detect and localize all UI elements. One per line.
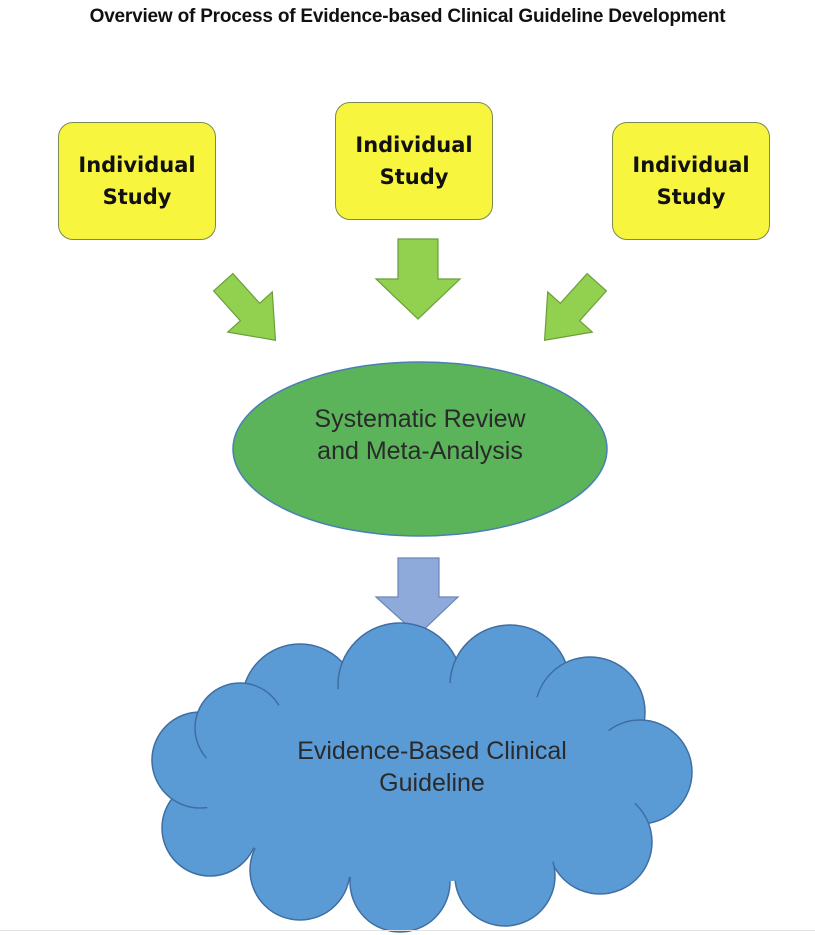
study-label-line1: Individual — [355, 133, 473, 157]
study-label-line2: Study — [102, 185, 172, 209]
individual-study-box: Individual Study — [58, 122, 216, 240]
arrow-left-to-review — [212, 272, 277, 341]
study-label-line1: Individual — [632, 153, 750, 177]
guideline-label-line2: Guideline — [379, 769, 485, 797]
study-label-line2: Study — [379, 165, 449, 189]
systematic-review-label: Systematic Review and Meta-Analysis — [230, 403, 610, 467]
guideline-label-line1: Evidence-Based Clinical — [297, 737, 567, 765]
study-label-line2: Study — [656, 185, 726, 209]
arrow-center-to-review — [374, 238, 462, 320]
guideline-label: Evidence-Based Clinical Guideline — [230, 735, 634, 799]
individual-study-box: Individual Study — [612, 122, 770, 240]
individual-study-box: Individual Study — [335, 102, 493, 220]
study-label-line1: Individual — [78, 153, 196, 177]
systematic-review-ellipse — [232, 361, 608, 537]
review-label-line2: and Meta-Analysis — [317, 437, 523, 465]
arrow-review-to-guideline — [374, 557, 460, 636]
review-label-line1: Systematic Review — [314, 405, 526, 433]
bottom-divider — [0, 930, 815, 931]
diagram-title: Overview of Process of Evidence-based Cl… — [89, 6, 726, 27]
arrow-right-to-review — [543, 272, 608, 341]
